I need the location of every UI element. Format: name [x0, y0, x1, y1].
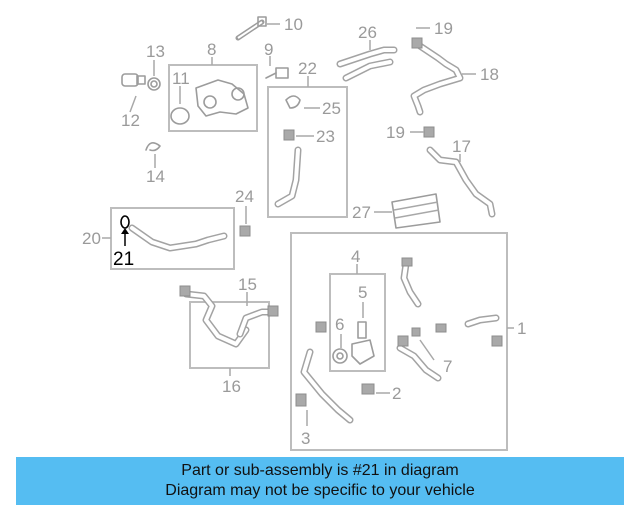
callout-25: 25	[322, 99, 341, 118]
o-ring-part-21[interactable]	[120, 215, 130, 229]
callout-3: 3	[301, 429, 310, 448]
callout-19-top: 19	[434, 19, 453, 38]
callout-21[interactable]: 21	[113, 249, 134, 270]
sensor-part-4	[332, 321, 375, 365]
callout-16: 16	[222, 377, 241, 396]
callout-5: 5	[358, 283, 367, 302]
callout-24: 24	[235, 187, 254, 206]
callout-2: 2	[392, 384, 401, 403]
callout-19-mid: 19	[386, 123, 405, 142]
callout-10: 10	[284, 15, 303, 34]
callout-7: 7	[443, 357, 452, 376]
hose-part-22	[274, 95, 302, 208]
callout-23: 23	[316, 127, 335, 146]
arrowhead-21	[121, 228, 129, 234]
clip-part-14	[145, 142, 161, 152]
pipe-part-26	[336, 46, 398, 82]
bolt-part-9	[265, 67, 289, 79]
banner-line-part-info: Part or sub-assembly is #21 in diagram	[181, 462, 459, 479]
sensor-part-12	[121, 73, 161, 91]
group-box-1	[290, 232, 508, 451]
callout-6: 6	[335, 315, 344, 334]
callout-4: 4	[351, 247, 360, 266]
clamp-part-24	[239, 225, 251, 237]
callout-12: 12	[121, 111, 140, 130]
oil-cooler-part-27	[391, 193, 441, 229]
thermostat-housing-part-8	[170, 79, 249, 125]
callout-13: 13	[146, 42, 165, 61]
pipe-part-20[interactable]	[128, 224, 228, 252]
hose-assembly-part-1	[295, 257, 503, 424]
clamp-part-19	[423, 126, 435, 138]
callout-14: 14	[146, 167, 165, 186]
callout-18: 18	[480, 65, 499, 84]
bolt-part-10	[235, 16, 267, 41]
callout-22: 22	[298, 59, 317, 78]
hose-part-18	[410, 37, 464, 116]
callout-27: 27	[352, 203, 371, 222]
info-banner: Part or sub-assembly is #21 in diagram D…	[16, 457, 624, 505]
callout-26: 26	[358, 23, 377, 42]
hose-part-16	[179, 285, 279, 348]
callout-8: 8	[207, 40, 216, 59]
group-box-8	[168, 64, 258, 132]
pipe-part-17	[426, 146, 496, 218]
callout-1: 1	[517, 319, 526, 338]
banner-line-disclaimer: Diagram may not be specific to your vehi…	[165, 482, 475, 499]
callout-20: 20	[82, 229, 101, 248]
callout-9: 9	[264, 40, 273, 59]
callout-11: 11	[172, 69, 190, 88]
callout-17: 17	[452, 137, 471, 156]
leader-lines	[102, 23, 514, 426]
callout-15: 15	[238, 275, 257, 294]
